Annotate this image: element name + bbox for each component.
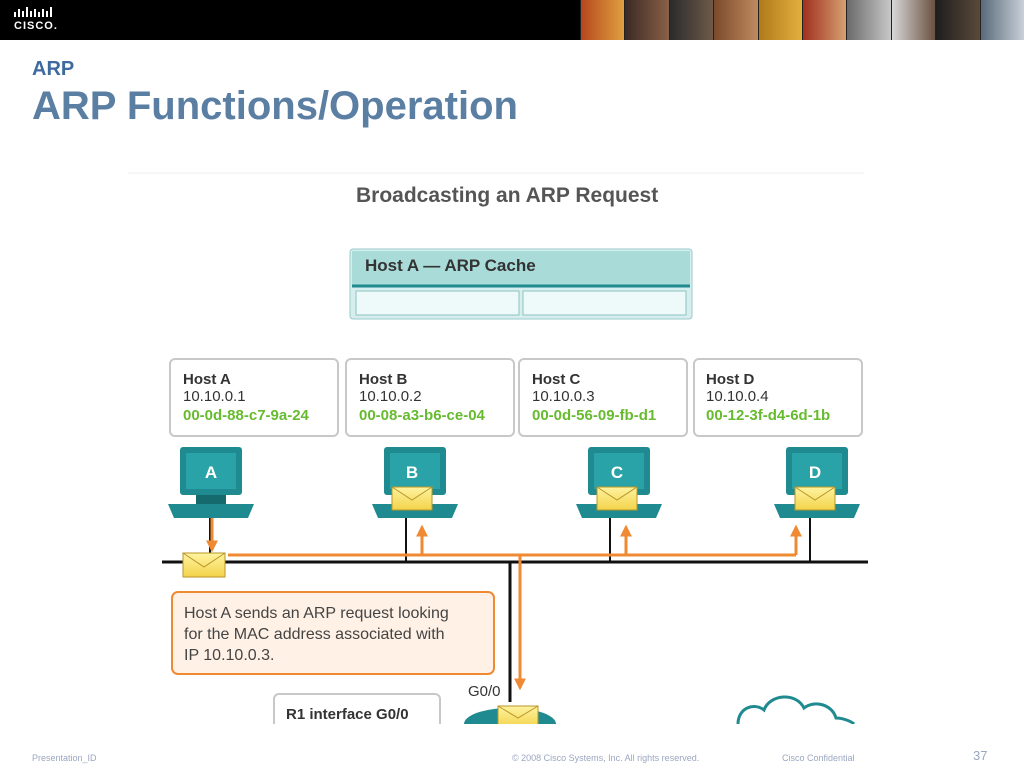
- arp-diagram: Broadcasting an ARP Request Host A — ARP…: [128, 172, 868, 724]
- computer-label: B: [406, 463, 418, 482]
- host-ip: 10.10.0.4: [706, 388, 769, 405]
- diagram-heading: Broadcasting an ARP Request: [356, 184, 658, 207]
- host-box-b: Host B 10.10.0.2 00-08-a3-b6-ce-04: [345, 358, 515, 437]
- host-mac: 00-0d-56-09-fb-d1: [532, 407, 656, 424]
- envelope-icon: [182, 552, 226, 578]
- host-name: Host B: [359, 371, 408, 388]
- section-title: ARP: [32, 58, 75, 80]
- cisco-logo-text: CISCO.: [14, 20, 58, 32]
- router-icon: [464, 705, 556, 724]
- host-mac: 00-0d-88-c7-9a-24: [183, 407, 310, 424]
- callout-line-3: IP 10.10.0.3.: [184, 647, 274, 664]
- arp-cache-table: Host A — ARP Cache: [349, 248, 693, 320]
- photo-tile: [668, 0, 714, 40]
- computer-label: A: [205, 463, 217, 482]
- host-ip: 10.10.0.1: [183, 388, 246, 405]
- cisco-logo-icon: [14, 7, 52, 17]
- envelope-icon: [794, 486, 836, 511]
- page-number: 37: [973, 748, 988, 763]
- host-mac: 00-12-3f-d4-6d-1b: [706, 407, 830, 424]
- photo-tile: [624, 0, 669, 40]
- footer-confidential: Cisco Confidential: [782, 753, 855, 763]
- cloud-icon: [736, 695, 856, 724]
- router-interface-label: R1 interface G0/0: [286, 706, 409, 723]
- callout-line-1: Host A sends an ARP request looking: [184, 605, 449, 622]
- host-name: Host C: [532, 371, 581, 388]
- photo-tile: [757, 0, 803, 40]
- photo-tile: [846, 0, 891, 40]
- photo-tile: [713, 0, 758, 40]
- photo-strip: [580, 0, 1024, 40]
- host-name: Host A: [183, 371, 231, 388]
- photo-tile: [935, 0, 980, 40]
- envelope-icon: [391, 486, 433, 511]
- computer-a-icon: A: [168, 447, 254, 518]
- photo-tile: [802, 0, 847, 40]
- host-mac: 00-08-a3-b6-ce-04: [359, 407, 486, 424]
- host-box-a: Host A 10.10.0.1 00-0d-88-c7-9a-24: [169, 358, 339, 437]
- computer-label: C: [611, 463, 623, 482]
- callout-box: Host A sends an ARP request looking for …: [171, 591, 495, 675]
- host-ip: 10.10.0.2: [359, 388, 422, 405]
- computer-d-icon: D: [774, 447, 860, 518]
- photo-tile: [890, 0, 936, 40]
- photo-tile: [979, 0, 1024, 40]
- broadcast-arrows: [206, 518, 802, 691]
- host-name: Host D: [706, 371, 755, 388]
- envelope-icon: [596, 486, 638, 511]
- router-interface-box: R1 interface G0/0: [273, 693, 441, 724]
- header-bar: CISCO.: [0, 0, 1024, 40]
- host-box-d: Host D 10.10.0.4 00-12-3f-d4-6d-1b: [693, 358, 863, 437]
- slide-title: ARP Functions/Operation: [32, 84, 518, 128]
- arp-cache-title: Host A — ARP Cache: [365, 256, 536, 275]
- photo-tile: [580, 0, 625, 40]
- host-ip: 10.10.0.3: [532, 388, 595, 405]
- host-box-c: Host C 10.10.0.3 00-0d-56-09-fb-d1: [518, 358, 688, 437]
- footer-presentation-id: Presentation_ID: [32, 753, 97, 763]
- footer-copyright: © 2008 Cisco Systems, Inc. All rights re…: [512, 753, 700, 763]
- computer-label: D: [809, 463, 821, 482]
- router-port-label: G0/0: [468, 683, 501, 700]
- callout-line-2: for the MAC address associated with: [184, 626, 445, 643]
